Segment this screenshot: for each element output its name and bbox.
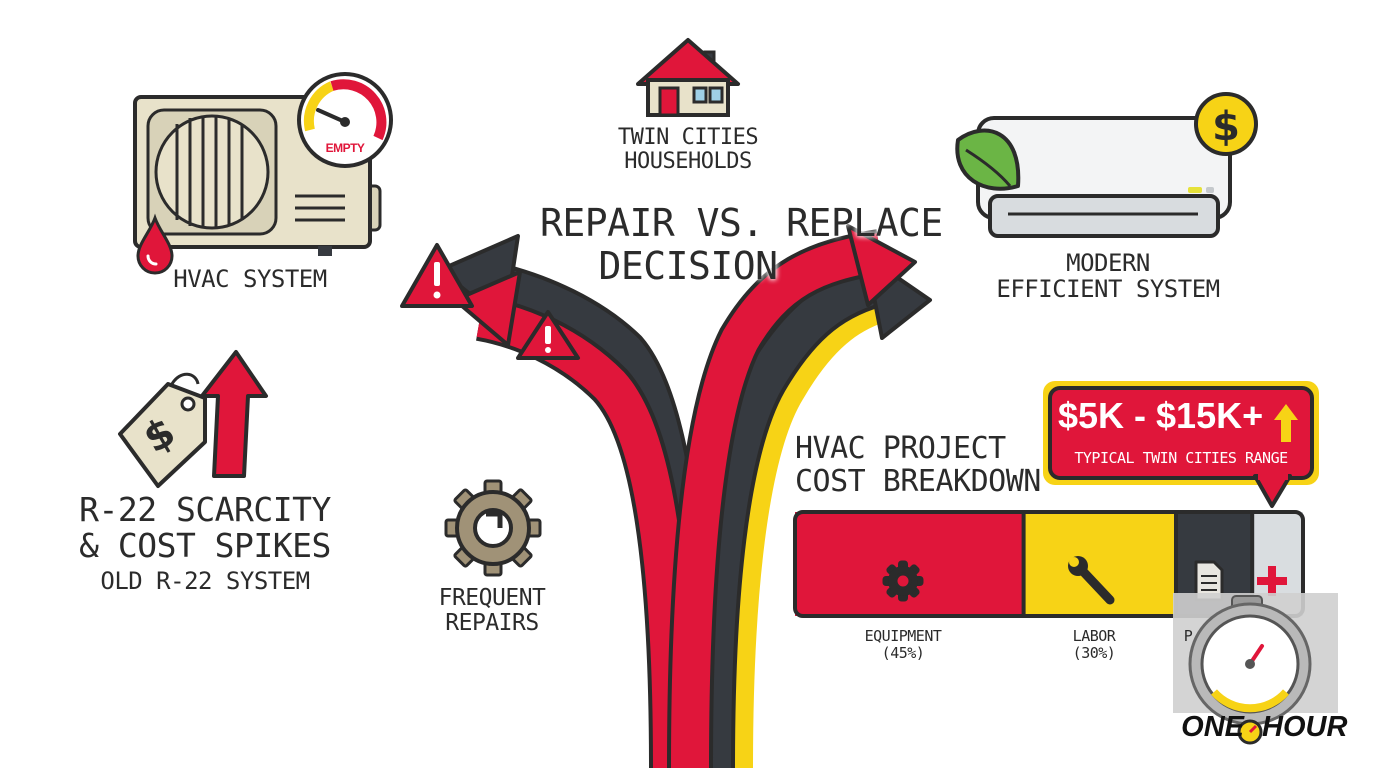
- households-label: TWIN CITIES HOUSEHOLDS: [600, 125, 776, 175]
- pressure-gauge-icon: [297, 72, 393, 168]
- decision-title: REPAIR VS. REPLACE DECISION: [540, 201, 943, 288]
- warning-icon: [400, 243, 474, 308]
- segment-label-partial: P: [1183, 627, 1193, 645]
- price-callout: [1043, 381, 1319, 508]
- cost-breakdown-title2: COST BREAKDOWN: [795, 464, 1041, 499]
- decision-line1: REPAIR VS. REPLACE: [540, 201, 943, 245]
- repairs-line2: REPAIRS: [445, 610, 539, 637]
- segment-label-labor: LABOR (30%): [1044, 628, 1144, 661]
- segment-percent: (45%): [881, 643, 925, 662]
- price-range-sub: TYPICAL TWIN CITIES RANGE: [1074, 449, 1288, 467]
- dollar-coin-icon: $: [1194, 92, 1258, 156]
- scarcity-line1: R-22 SCARCITY: [79, 490, 331, 529]
- fork-arrows: [438, 224, 932, 768]
- households-line2: HOUSEHOLDS: [624, 149, 752, 175]
- refrigerant-drop-icon: [136, 213, 174, 275]
- modern-system-label: MODERN EFFICIENT SYSTEM: [990, 250, 1226, 303]
- households-line1: TWIN CITIES: [617, 125, 759, 150]
- cost-breakdown-title: HVAC PROJECT COST BREAKDOWN: [795, 431, 1041, 499]
- cost-segment-1: [795, 512, 1024, 616]
- cost-segment-2: [1023, 512, 1176, 616]
- decision-line2: DECISION: [598, 243, 778, 288]
- plus-icon: [1257, 566, 1287, 596]
- brand-left: ONE: [1181, 711, 1244, 743]
- repairs-label: FREQUENT REPAIRS: [420, 585, 564, 637]
- scarcity-sub-label: OLD R-22 SYSTEM: [100, 567, 310, 595]
- hvac-system-label: HVAC SYSTEM: [173, 265, 327, 293]
- price-tag-icon: $: [118, 372, 207, 488]
- gear-icon: [444, 479, 542, 577]
- rising-cost-arrow-icon: [200, 350, 268, 478]
- wrench-icon: [1068, 556, 1115, 605]
- cost-breakdown-title1: HVAC PROJECT: [795, 431, 1006, 466]
- segment-percent: (30%): [1072, 643, 1116, 662]
- warning-icon: [516, 310, 580, 360]
- segment-name: EQUIPMENT: [864, 627, 942, 645]
- house-icon: [636, 38, 740, 117]
- brand-overlay: [1173, 593, 1338, 745]
- modern-line1: MODERN: [1066, 249, 1150, 277]
- gear-icon: [882, 560, 924, 602]
- leaf-icon: [955, 128, 1021, 191]
- repairs-line1: FREQUENT: [438, 585, 546, 611]
- scarcity-label: R-22 SCARCITY & COST SPIKES: [60, 490, 350, 566]
- segment-label-equipment: EQUIPMENT (45%): [840, 628, 966, 661]
- up-arrow-icon: [1274, 404, 1298, 442]
- modern-line2: EFFICIENT SYSTEM: [996, 275, 1220, 304]
- gauge-empty-label: EMPTY: [325, 141, 365, 155]
- hvac-unit-icon: [133, 95, 382, 256]
- price-range: $5K - $15K+: [1058, 395, 1264, 436]
- brand-right: HOUR: [1262, 711, 1348, 743]
- stopwatch-icon: [1237, 719, 1263, 745]
- scarcity-line2: & COST SPIKES: [79, 526, 331, 566]
- mini-split-unit-icon: [976, 116, 1232, 238]
- svg-text:$: $: [1212, 104, 1240, 150]
- segment-name: LABOR: [1072, 627, 1116, 645]
